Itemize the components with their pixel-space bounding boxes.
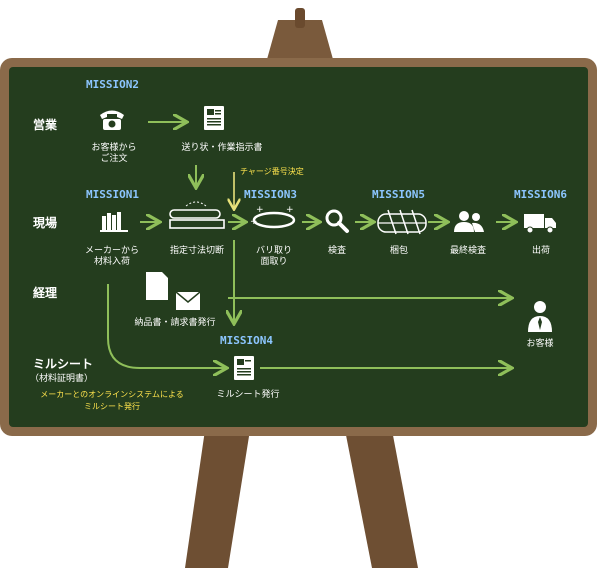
- mission5-label: MISSION5: [372, 188, 425, 201]
- step-invoice-send: 送り状・作業指示書: [181, 143, 263, 153]
- svg-text:+: +: [286, 205, 294, 215]
- millsheet-document-icon: [234, 356, 254, 380]
- svg-text:+: +: [250, 217, 258, 227]
- row-label-millsheet-sub: （材料証明書）: [30, 374, 94, 384]
- step-ship: 出荷: [531, 246, 550, 256]
- step-final-inspect: 最終検査: [449, 246, 486, 256]
- svg-text:+: +: [256, 205, 264, 215]
- customer-icon: [528, 301, 552, 332]
- mission4-label: MISSION4: [220, 334, 273, 347]
- billing-document-icon: [146, 272, 168, 300]
- note-online: メーカーとのオンラインシステムによる ミルシート発行: [40, 390, 184, 411]
- truck-icon: [524, 214, 556, 234]
- mission6-label: MISSION6: [514, 188, 567, 201]
- step-pack: 梱包: [389, 246, 408, 256]
- step-inspect: 検査: [327, 246, 346, 256]
- mission1-label: MISSION1: [86, 188, 139, 201]
- mission3-label: MISSION3: [244, 188, 297, 201]
- step-order: お客様から ご注文: [91, 143, 137, 164]
- people-icon: [454, 211, 484, 232]
- step-customer: お客様: [526, 339, 554, 349]
- phone-icon: [100, 110, 124, 130]
- step-material-in: メーカーから 材料入荷: [84, 246, 139, 267]
- cutting-machine-icon: [169, 201, 225, 229]
- row-label-sales: 営業: [33, 118, 58, 132]
- envelope-icon: [176, 292, 200, 310]
- row-label-accounting: 経理: [33, 286, 58, 300]
- deburr-ring-icon: + + +: [250, 205, 296, 229]
- note-charge: チャージ番号決定: [240, 167, 304, 176]
- step-billing: 納品書・請求書発行: [134, 318, 216, 328]
- row-label-millsheet: ミルシート: [33, 357, 94, 371]
- magnifier-icon: [325, 209, 349, 233]
- step-millsheet-issue: ミルシート発行: [216, 390, 280, 400]
- step-burr: バリ取り 面取り: [255, 246, 292, 267]
- packing-icon: [377, 209, 427, 235]
- step-cut: 指定寸法切断: [169, 246, 224, 256]
- arrow-material-to-millsheet: [107, 284, 225, 368]
- material-stock-icon: [100, 212, 128, 232]
- row-label-site: 現場: [33, 216, 58, 230]
- mission2-label: MISSION2: [86, 78, 139, 91]
- document-icon: [204, 106, 224, 130]
